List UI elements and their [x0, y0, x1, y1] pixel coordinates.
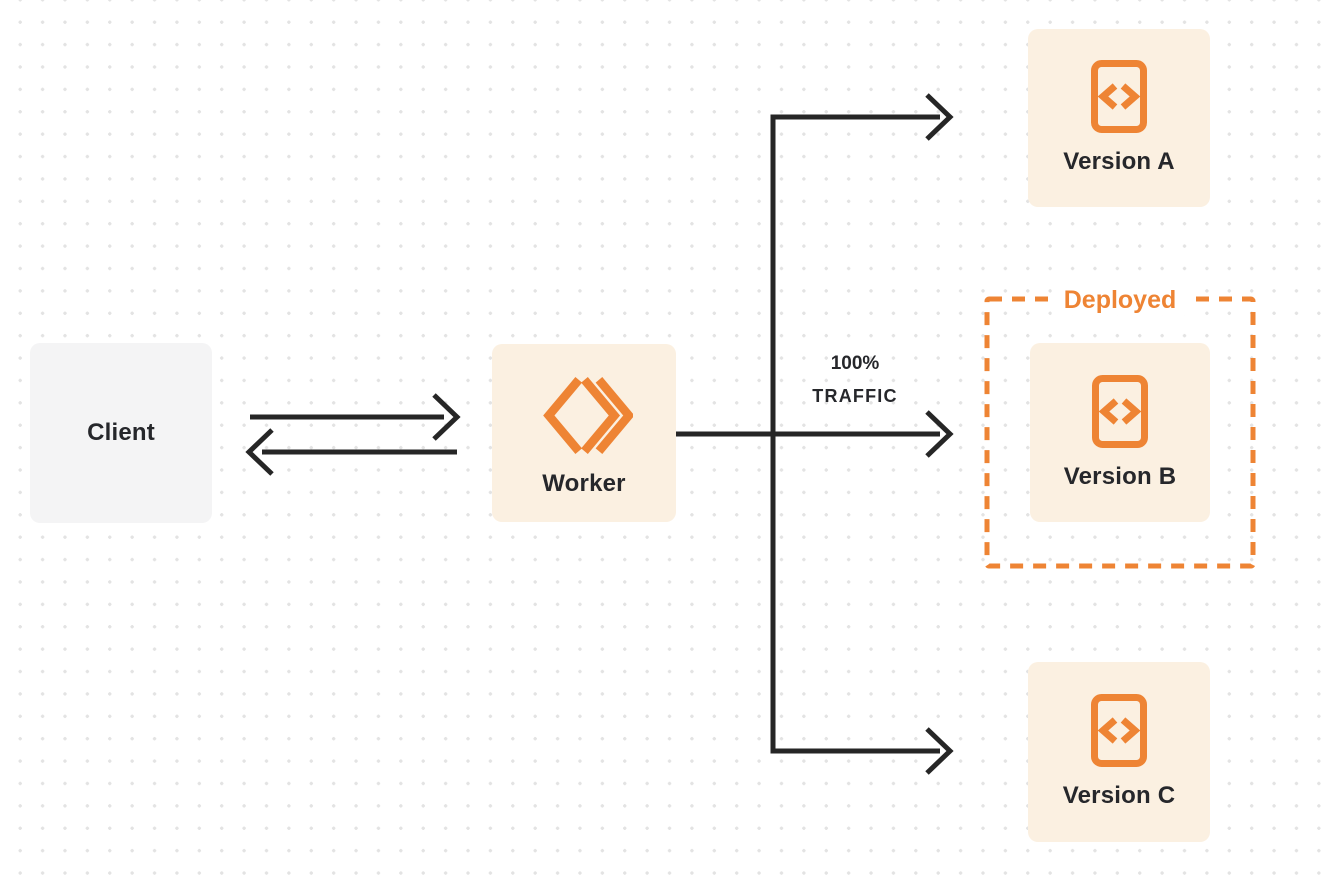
traffic-word: TRAFFIC	[812, 386, 898, 406]
arrow-client-to-worker	[250, 393, 461, 441]
arrow-worker-to-client	[245, 428, 457, 476]
traffic-percentage: 100%	[830, 353, 880, 374]
node-version-b: Version B	[1030, 343, 1210, 522]
arrow-worker-to-version-b	[676, 410, 954, 458]
code-file-icon	[1091, 694, 1147, 767]
node-client: Client	[30, 343, 212, 523]
client-label: Client	[87, 419, 155, 446]
version-b-label: Version B	[1063, 462, 1177, 490]
traffic-annotation: 100% TRAFFIC	[790, 348, 920, 412]
code-file-icon	[1091, 60, 1147, 133]
version-a-label: Version A	[1063, 148, 1175, 175]
code-file-icon	[1092, 374, 1148, 448]
version-c-label: Version C	[1062, 782, 1176, 809]
node-version-c: Version C	[1028, 662, 1210, 842]
arrow-branch-to-version-a-and-c	[770, 93, 954, 775]
deployed-label: Deployed	[1051, 286, 1189, 315]
node-version-a: Version A	[1028, 29, 1210, 207]
node-worker: Worker	[492, 344, 676, 522]
workers-double-chevron-icon	[536, 375, 633, 456]
worker-label: Worker	[542, 469, 626, 497]
